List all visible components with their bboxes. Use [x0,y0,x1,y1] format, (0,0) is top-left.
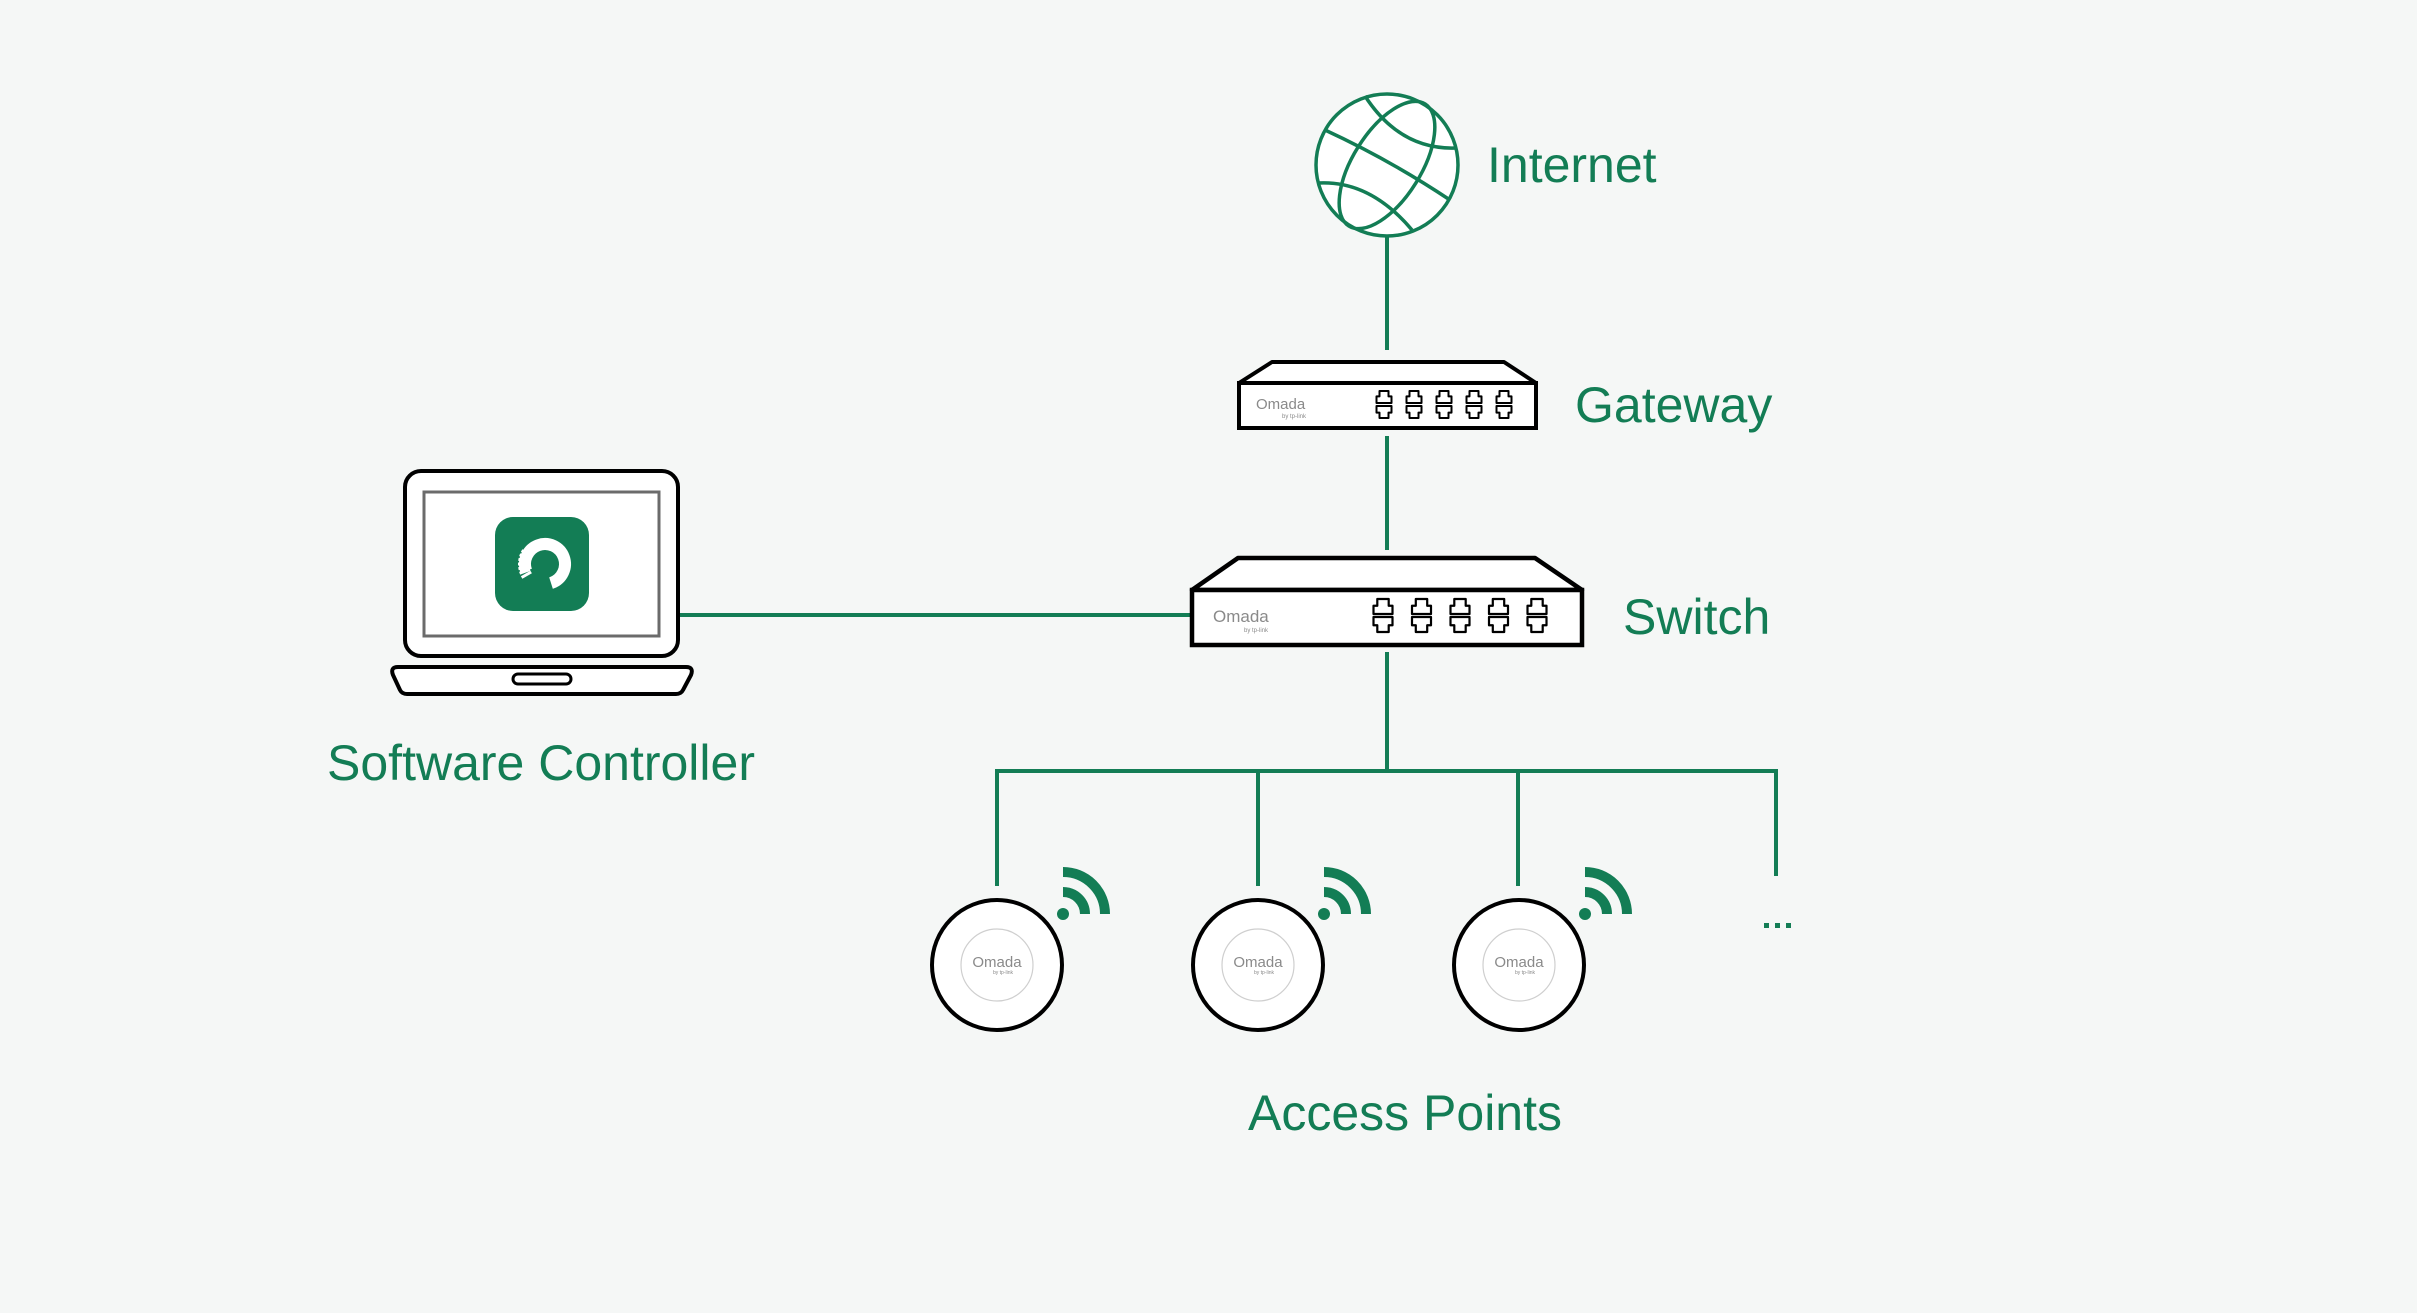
gateway-brand-sub: by tp-link [1282,414,1307,420]
wifi-icon [1318,867,1371,920]
laptop-icon [390,469,694,696]
switch-brand: Omada [1213,607,1269,626]
app-tick [520,549,532,558]
internet-label: Internet [1487,137,1657,193]
ethernet-port-icon [1405,390,1423,404]
access-point-brand-sub: by tp-link [993,970,1014,976]
switch-label: Switch [1623,589,1771,645]
wifi-icon [1579,867,1632,920]
connections [680,237,1778,886]
access-point-brand: Omada [972,954,1022,971]
ethernet-port-icon [1495,405,1513,419]
ethernet-port-icon [1410,615,1433,634]
access-point-brand: Omada [1233,954,1283,971]
gateway-brand: Omada [1256,396,1306,413]
wifi-icon [1057,867,1110,920]
ethernet-port-icon [1449,615,1471,634]
ethernet-port-icon [1449,597,1471,616]
access-point-brand-sub: by tp-link [1254,970,1275,976]
ethernet-port-icon [1435,405,1453,419]
more-access-points-ellipsis [1764,923,1791,928]
ethernet-port-icon [1375,390,1393,404]
access-point-body [930,898,1064,1032]
ethernet-port-icon [1375,405,1393,419]
ethernet-port-icon [1487,597,1510,616]
gateway-ports [1375,390,1513,419]
ethernet-port-icon [1372,615,1394,634]
ethernet-port-icon [1526,615,1548,634]
access-point-body [1191,898,1325,1032]
switch-device: Omada by tp-link [1189,555,1585,648]
switch-ports [1372,597,1548,634]
ethernet-port-icon [1410,597,1433,616]
app-tick [519,568,531,575]
access-point-ring [1482,928,1556,1002]
access-point-brand: Omada [1494,954,1544,971]
access-points-label: Access Points [1247,1085,1563,1141]
ethernet-port-icon [1405,405,1423,419]
app-tick [518,565,530,571]
ethernet-port-icon [1465,390,1483,404]
ethernet-port-icon [1526,597,1548,616]
switch-brand-sub: by tp-link [1244,628,1269,634]
access-point-body [1452,898,1586,1032]
ethernet-port-icon [1495,390,1513,404]
omada-app-icon [495,517,589,611]
app-tick [519,553,531,560]
ethernet-port-icon [1465,405,1483,419]
globe-icon [1314,92,1460,238]
software-controller-label: Software Controller [327,735,755,791]
access-point-ring [1221,928,1295,1002]
app-tick [520,570,532,579]
app-tick [518,557,530,563]
access-point-ring [960,928,1034,1002]
ethernet-port-icon [1372,597,1394,616]
gateway-label: Gateway [1575,377,1773,433]
access-point-brand-sub: by tp-link [1515,970,1536,976]
gateway-device: Omada by tp-link [1237,360,1538,430]
ethernet-port-icon [1435,390,1453,404]
ethernet-port-icon [1487,615,1510,634]
